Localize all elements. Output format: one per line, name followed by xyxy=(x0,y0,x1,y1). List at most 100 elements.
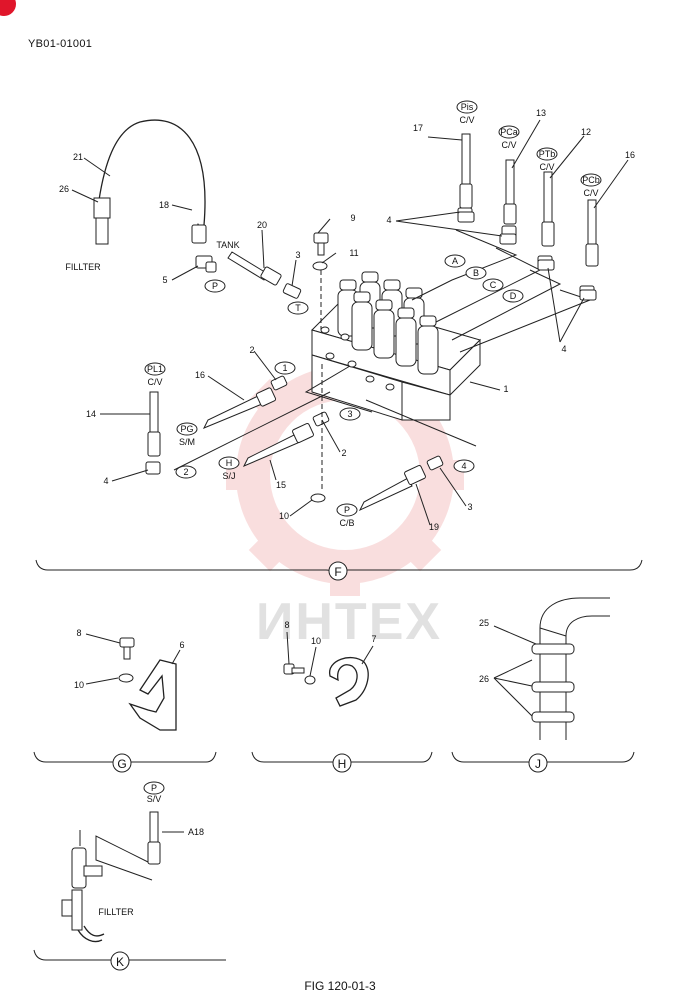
h-callout-7: 7 xyxy=(371,634,376,644)
circle-1: 1 xyxy=(282,363,287,373)
port-ptb: PTb xyxy=(539,149,556,159)
callout-numbers: 21 26 18 5 20 3 9 11 17 13 12 16 4 4 1 2… xyxy=(59,108,635,532)
cv-hose-12 xyxy=(537,171,555,269)
k-callout-a18: A18 xyxy=(188,827,204,837)
j-callout-26: 26 xyxy=(479,674,489,684)
main-view-labels: Pis PCa PTb PCb PL1 PG H P A B C D T P 1… xyxy=(65,102,599,528)
callout-19: 19 xyxy=(429,522,439,532)
circle-3: 3 xyxy=(347,409,352,419)
g-callout-10: 10 xyxy=(74,680,84,690)
corner-tab xyxy=(0,0,16,16)
callout-4-right: 4 xyxy=(561,344,566,354)
callout-14: 14 xyxy=(86,409,96,419)
cb-label: C/B xyxy=(339,518,354,528)
callout-17: 17 xyxy=(413,123,423,133)
detail-j-labels: 25 26 J xyxy=(479,618,541,771)
g-callout-8: 8 xyxy=(76,628,81,638)
callout-2-top: 2 xyxy=(249,345,254,355)
port-h: H xyxy=(226,458,233,468)
k-sv-label: S/V xyxy=(147,794,162,804)
sj-hose-15 xyxy=(242,411,330,467)
detail-view-g xyxy=(33,633,217,773)
clamp-7 xyxy=(329,657,369,707)
h-callout-10: 10 xyxy=(311,636,321,646)
callout-18: 18 xyxy=(159,200,169,210)
filter-hose xyxy=(93,119,207,245)
callout-5: 5 xyxy=(162,275,167,285)
bolt-8-g xyxy=(119,637,135,660)
document-code: YB01-01001 xyxy=(28,38,93,50)
circle-b: B xyxy=(473,268,479,278)
callout-1: 1 xyxy=(503,384,508,394)
circle-c: C xyxy=(490,280,497,290)
callout-3-right: 3 xyxy=(467,502,472,512)
k-filter-label: FILLTER xyxy=(98,907,134,917)
cv-label-pis: C/V xyxy=(459,115,474,125)
circle-4: 4 xyxy=(461,461,466,471)
callout-16-top: 16 xyxy=(625,150,635,160)
filter-assembly-k xyxy=(61,830,105,943)
manifold-ports xyxy=(320,326,395,391)
tank-tube-20 xyxy=(227,251,282,286)
port-p: P xyxy=(344,505,350,515)
callout-12: 12 xyxy=(581,127,591,137)
j-callout-25: 25 xyxy=(479,618,489,628)
cv-hose-14 xyxy=(145,391,161,475)
port-pca: PCa xyxy=(500,127,518,137)
callout-21: 21 xyxy=(73,152,83,162)
view-g-letter: G xyxy=(117,757,126,771)
watermark-text: ИНТЕХ xyxy=(256,593,443,651)
washer-10-h xyxy=(304,675,316,685)
detail-view-h xyxy=(251,631,433,773)
callout-10-main: 10 xyxy=(279,511,289,521)
detail-g-labels: 8 10 6 G xyxy=(74,628,185,771)
detail-view-k xyxy=(33,781,226,971)
circle-t: T xyxy=(295,303,301,313)
h-callout-8: 8 xyxy=(284,620,289,630)
main-view-f xyxy=(35,119,643,577)
circle-p: P xyxy=(212,281,218,291)
washer-10-main xyxy=(310,493,326,503)
callout-15: 15 xyxy=(276,480,286,490)
cv-hose-16-top xyxy=(579,199,599,299)
bolt-8-h xyxy=(283,663,305,675)
view-j-letter: J xyxy=(535,757,541,771)
cv-label-pca: C/V xyxy=(501,140,516,150)
circle-a: A xyxy=(452,256,458,266)
k-port-p: P xyxy=(151,783,157,793)
callout-26: 26 xyxy=(59,184,69,194)
port-badges xyxy=(144,100,602,517)
sv-hose-a18 xyxy=(149,811,159,843)
detail-k-labels: P S/V A18 FILLTER K xyxy=(98,783,204,969)
cv-label-pcb: C/V xyxy=(583,188,598,198)
callout-3-top: 3 xyxy=(295,250,300,260)
callout-13: 13 xyxy=(536,108,546,118)
view-label-f: F xyxy=(328,561,348,581)
washer-11 xyxy=(312,261,328,271)
bolt-9 xyxy=(313,232,329,256)
sm-label: S/M xyxy=(179,437,195,447)
g-callout-6: 6 xyxy=(179,640,184,650)
view-f-letter: F xyxy=(334,565,341,579)
cv-label-ptb: C/V xyxy=(539,162,554,172)
circle-2: 2 xyxy=(183,467,188,477)
callout-9: 9 xyxy=(350,213,355,223)
fitting-3-top xyxy=(282,283,302,299)
cv-hose-17 xyxy=(457,133,473,221)
tank-label: TANK xyxy=(216,240,239,250)
cv-hose-13 xyxy=(501,159,517,239)
port-pcb: PCb xyxy=(582,175,600,185)
port-pl1: PL1 xyxy=(147,364,163,374)
callout-4-left: 4 xyxy=(103,476,108,486)
circle-d: D xyxy=(510,291,517,301)
port-pg: PG xyxy=(180,424,193,434)
filter-label: FILLTER xyxy=(65,262,101,272)
cb-hose-19 xyxy=(358,455,444,512)
port-pis: Pis xyxy=(461,102,474,112)
washer-10-g xyxy=(118,673,134,683)
callout-16-left: 16 xyxy=(195,370,205,380)
bracket-6 xyxy=(128,659,177,731)
cv-label-pl1: C/V xyxy=(147,377,162,387)
figure-caption: FIG 120-01-3 xyxy=(304,979,376,993)
